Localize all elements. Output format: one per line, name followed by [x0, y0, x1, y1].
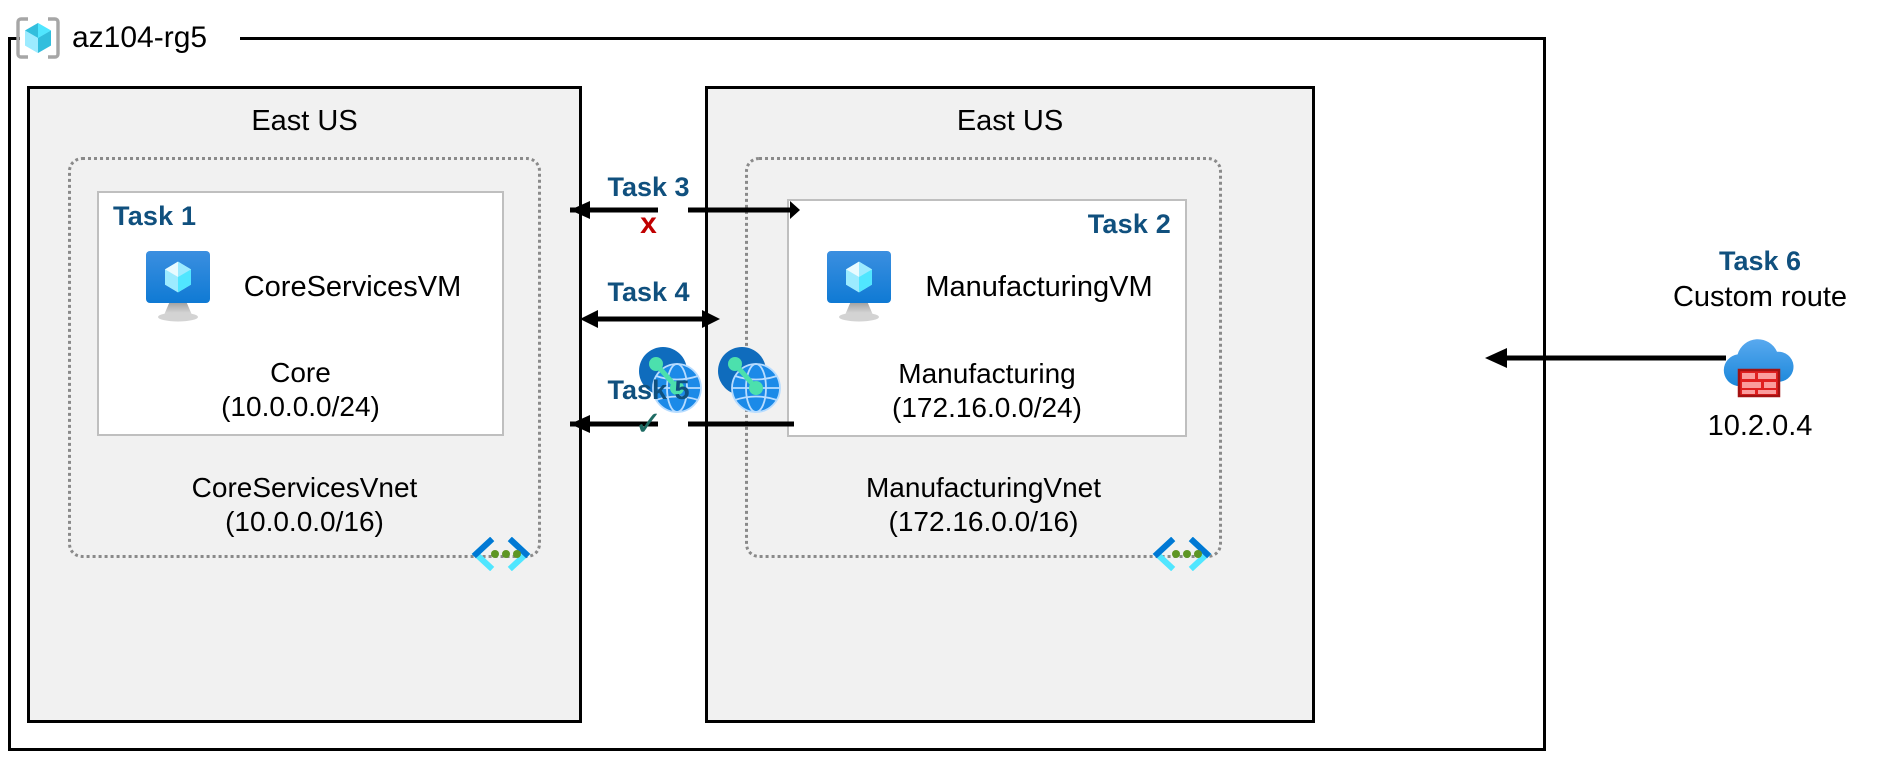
- region-title-left: East US: [251, 105, 358, 137]
- subnet-name-core: Core: [270, 356, 331, 388]
- custom-route-label: Custom route: [1672, 281, 1848, 313]
- vm-row-manufacturing: ManufacturingVM: [789, 249, 1185, 325]
- vnet-cidr-coreservices: (10.0.0.0/16): [225, 505, 384, 537]
- azure-firewall-icon: [1715, 330, 1801, 402]
- custom-route-ip: 10.2.0.4: [1707, 410, 1813, 442]
- vnet-brackets-icon: [470, 536, 532, 572]
- vnet-peering-icon: [712, 343, 786, 417]
- subnet-cidr-core: (10.0.0.0/24): [221, 390, 380, 422]
- connector-label-task3: Task 3: [607, 172, 690, 202]
- subnet-name-manufacturing: Manufacturing: [898, 357, 1076, 389]
- resource-group-name: az104-rg5: [72, 21, 208, 54]
- subnet-label-core: Core (10.0.0.0/24): [99, 356, 502, 424]
- virtual-machine-icon: [140, 249, 224, 325]
- task-tag-1: Task 1: [113, 201, 197, 231]
- vm-name-manufacturing: ManufacturingVM: [925, 270, 1153, 303]
- custom-route-arrow: [1485, 348, 1726, 368]
- vnet-label-manufacturing: ManufacturingVnet (172.16.0.0/16): [748, 471, 1219, 539]
- connector-label-task5: Task 5: [607, 375, 690, 405]
- connector-label-task4: Task 4: [607, 277, 690, 307]
- connector-arrow-task4: [580, 310, 720, 328]
- region-title-right: East US: [956, 105, 1064, 137]
- subnet-cidr-manufacturing: (172.16.0.0/24): [892, 391, 1082, 423]
- connector-arrow-task5: [570, 415, 794, 433]
- task-tag-6: Task 6: [1718, 246, 1802, 276]
- subnet-label-manufacturing: Manufacturing (172.16.0.0/24): [789, 357, 1185, 425]
- vnet-box-coreservices: CoreServicesVnet (10.0.0.0/16): [68, 157, 541, 572]
- connector-arrow-task3: [570, 201, 794, 219]
- vnet-peering-icon: [633, 343, 707, 417]
- connector-arrow-task3-right: [790, 201, 800, 219]
- vnet-cidr-manufacturing: (172.16.0.0/16): [888, 505, 1079, 537]
- connector-mark-task5: ✓: [634, 405, 663, 443]
- vnet-brackets-icon: [1151, 536, 1213, 572]
- vm-name-coreservices: CoreServicesVM: [243, 270, 462, 303]
- connector-mark-task3: x: [640, 207, 657, 240]
- task-tag-2: Task 2: [1087, 209, 1171, 239]
- subnet-box-manufacturing: Task 2: [787, 199, 1187, 437]
- virtual-machine-icon: [821, 249, 905, 325]
- vnet-label-coreservices: CoreServicesVnet (10.0.0.0/16): [71, 471, 538, 539]
- vnet-name-manufacturing: ManufacturingVnet: [865, 471, 1102, 503]
- resource-group-header: az104-rg5: [14, 12, 207, 64]
- resource-group-container: [8, 37, 1546, 751]
- subnet-box-core: Task 1: [97, 191, 504, 436]
- vnet-name-coreservices: CoreServicesVnet: [191, 471, 418, 503]
- resource-group-cube-icon: [14, 14, 62, 62]
- vnet-box-manufacturing: ManufacturingVnet (172.16.0.0/16): [745, 157, 1222, 572]
- vm-row-core: CoreServicesVM: [99, 249, 502, 325]
